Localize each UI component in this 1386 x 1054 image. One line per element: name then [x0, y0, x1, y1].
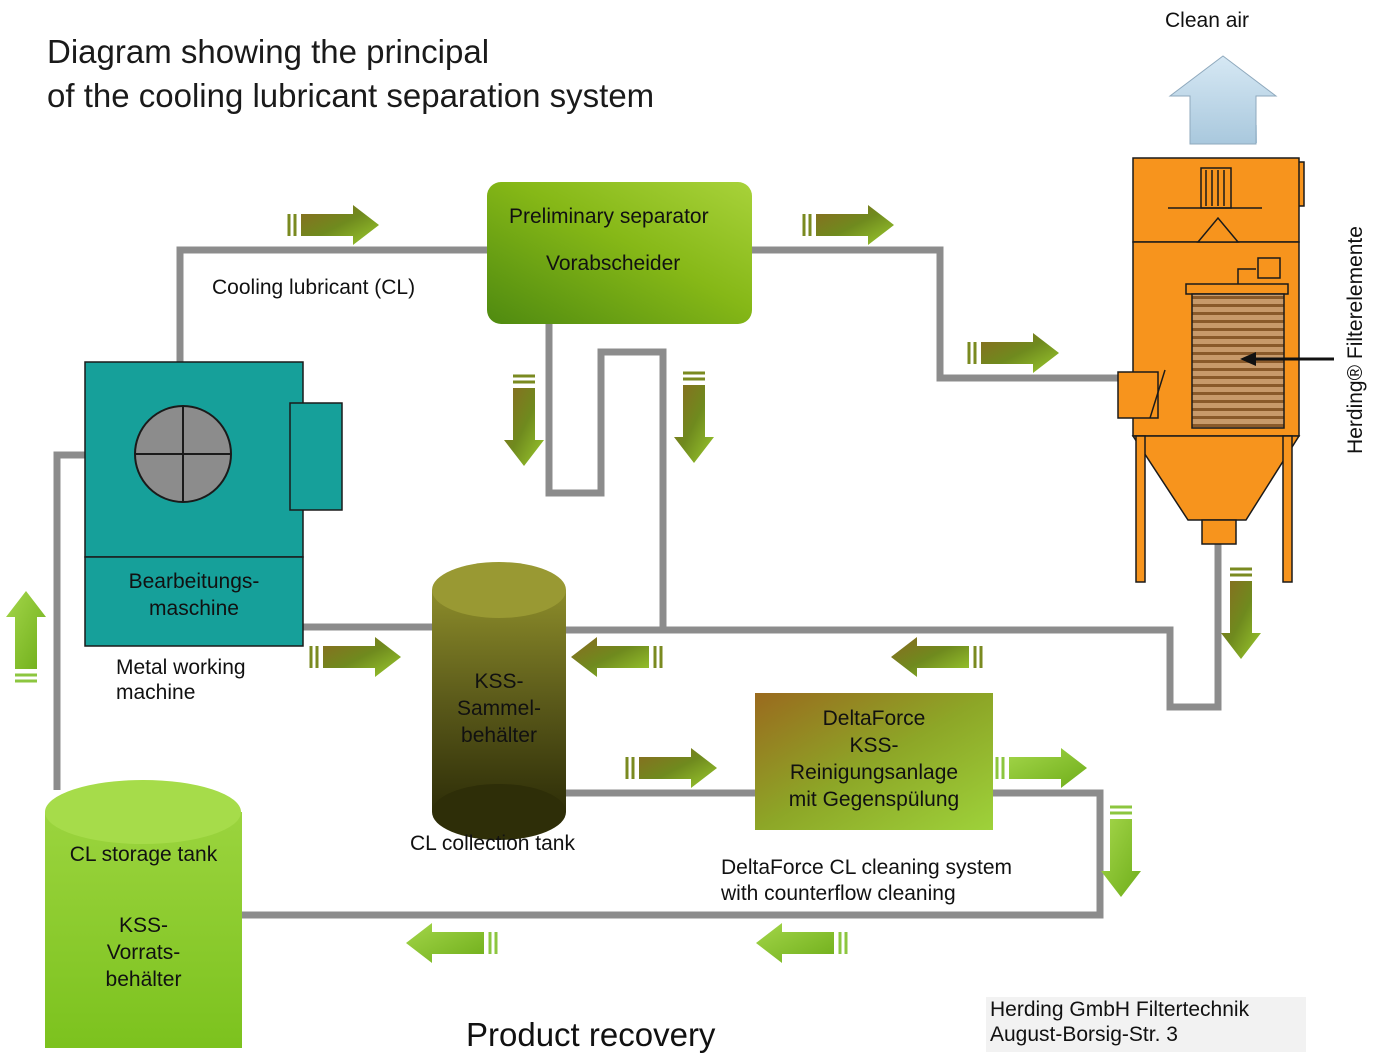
metal-machine-label: Metal working machine — [116, 656, 246, 704]
company-block: Herding GmbH Filtertechnik August-Borsig… — [986, 997, 1306, 1052]
storage-title: CL storage tank — [69, 843, 218, 866]
pipe-deltaforce-to-storage — [237, 789, 1104, 919]
diagram-subtitle: of the cooling lubricant separation syst… — [47, 77, 655, 114]
company-name: Herding GmbH Filtertechnik — [990, 998, 1250, 1021]
flow-arrow-left-icon — [571, 637, 663, 677]
diagram-title: Diagram showing the principal — [47, 33, 490, 70]
clean-air-label: Clean air — [1165, 9, 1250, 32]
flow-arrow-right-icon — [625, 748, 717, 788]
filter-elements-label: Herding® Filterelemente — [1344, 226, 1367, 454]
storage-tank — [45, 780, 242, 1048]
metal-working-machine — [84, 361, 343, 647]
clean-air-arrow — [1168, 55, 1278, 145]
filter-unit — [1117, 125, 1305, 583]
flow-arrow-right-icon — [309, 637, 401, 677]
separator-label-de: Vorabscheider — [546, 252, 681, 275]
flow-arrow-right-icon — [802, 205, 894, 245]
cooling-lubricant-label: Cooling lubricant (CL) — [212, 276, 416, 299]
separator-label-en: Preliminary separator — [509, 205, 709, 228]
pipes — [53, 246, 1222, 919]
flow-arrow-down-icon — [504, 374, 544, 466]
pipe-storage-to-machine — [53, 451, 88, 790]
pipe-machine-to-separator — [176, 246, 490, 362]
preliminary-separator — [487, 182, 752, 324]
flow-arrows — [6, 205, 1261, 963]
collection-tank-label: CL collection tank — [410, 832, 575, 855]
flow-arrow-right-icon — [995, 748, 1087, 788]
sammel-label: KSS- Sammel- behälter — [456, 670, 541, 747]
flow-arrow-down-icon — [1221, 567, 1261, 659]
machine-label: Bearbeitungs- maschine — [128, 570, 260, 620]
deltaforce-cleaning-system — [755, 693, 993, 830]
flow-arrow-down-icon — [674, 371, 714, 463]
flow-arrow-up-icon — [6, 591, 46, 683]
storage-label: KSS- Vorrats- behälter — [105, 914, 182, 991]
flow-arrow-down-icon — [1101, 805, 1141, 897]
deltaforce-label: DeltaForce KSS- Reinigungsanlage mit Geg… — [788, 707, 960, 811]
flow-arrow-left-icon — [756, 923, 848, 963]
flow-arrow-left-icon — [891, 637, 983, 677]
company-street: August-Borsig-Str. 3 — [990, 1023, 1178, 1046]
flow-arrow-left-icon — [406, 923, 498, 963]
flow-arrow-right-icon — [287, 205, 379, 245]
flow-arrow-right-icon — [967, 333, 1059, 373]
pipe-filter-to-collection — [565, 520, 1222, 711]
cleaning-system-label: DeltaForce CL cleaning system with count… — [721, 856, 1013, 905]
product-recovery-label: Product recovery — [466, 1016, 716, 1053]
pipe-separator-loop — [545, 322, 667, 630]
pipe-separator-to-filter — [752, 246, 1122, 382]
collection-tank — [432, 562, 566, 840]
filter-pointer-arrow — [1240, 352, 1334, 366]
